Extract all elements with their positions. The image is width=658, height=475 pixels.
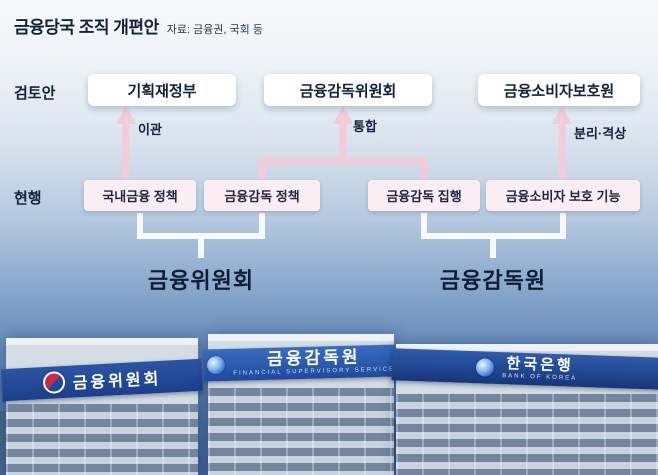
review-box-moef: 기획재정부 (88, 74, 236, 106)
group-label-fsc: 금융위원회 (147, 268, 255, 293)
current-box-domestic-policy: 국내금융 정책 (84, 180, 196, 211)
building-roof (208, 334, 394, 341)
globe-logo-icon (206, 355, 226, 375)
building-sign-fss: 금융감독원 FINANCIAL SUPERVISORY SERVICE (203, 344, 399, 382)
building-facade (396, 394, 658, 475)
building-roof (6, 338, 198, 345)
review-box-fsc-committee: 금융감독위원회 (264, 74, 432, 106)
current-box-consumer-protection: 금융소비자 보호 기능 (486, 180, 640, 211)
building-fsc: 금융위원회 (1, 338, 203, 475)
building-bok: 한국은행 BANK OF KOREA (391, 344, 658, 475)
row-label-current: 현행 (14, 190, 42, 207)
review-box-consumer-agency: 금융소비자보호원 (478, 74, 640, 106)
building-facade (208, 388, 394, 475)
building-sign-text: 금융위원회 (72, 370, 162, 393)
building-sign-bok: 한국은행 BANK OF KOREA (391, 348, 658, 390)
building-sign-subtext: FINANCIAL SUPERVISORY SERVICE (233, 366, 396, 377)
arrow-label-transfer: 이관 (138, 122, 162, 137)
building-roof (396, 344, 658, 351)
page-title: 금융당국 조직 개편안 (14, 18, 159, 37)
row-label-review: 검토안 (14, 85, 56, 102)
building-sign-text: 금융감독원 (267, 347, 361, 370)
building-sign-subtext: BANK OF KOREA (502, 373, 578, 382)
arrow-label-split: 분리·격상 (574, 126, 627, 141)
globe-logo-icon (476, 358, 495, 377)
current-box-supervision-execution: 금융감독 집행 (368, 180, 480, 211)
building-facade (6, 404, 198, 475)
taegeuk-logo-icon (42, 370, 66, 395)
current-box-supervision-policy: 금융감독 정책 (204, 180, 320, 211)
building-fss: 금융감독원 FINANCIAL SUPERVISORY SERVICE (203, 334, 399, 475)
header: 금융당국 조직 개편안 자료: 금융권, 국회 등 (14, 13, 263, 38)
source-note: 자료: 금융권, 국회 등 (166, 24, 263, 36)
building-sign-fsc: 금융위원회 (1, 358, 203, 402)
arrow-label-merge: 통합 (353, 119, 377, 134)
group-label-fss: 금융감독원 (439, 268, 547, 293)
